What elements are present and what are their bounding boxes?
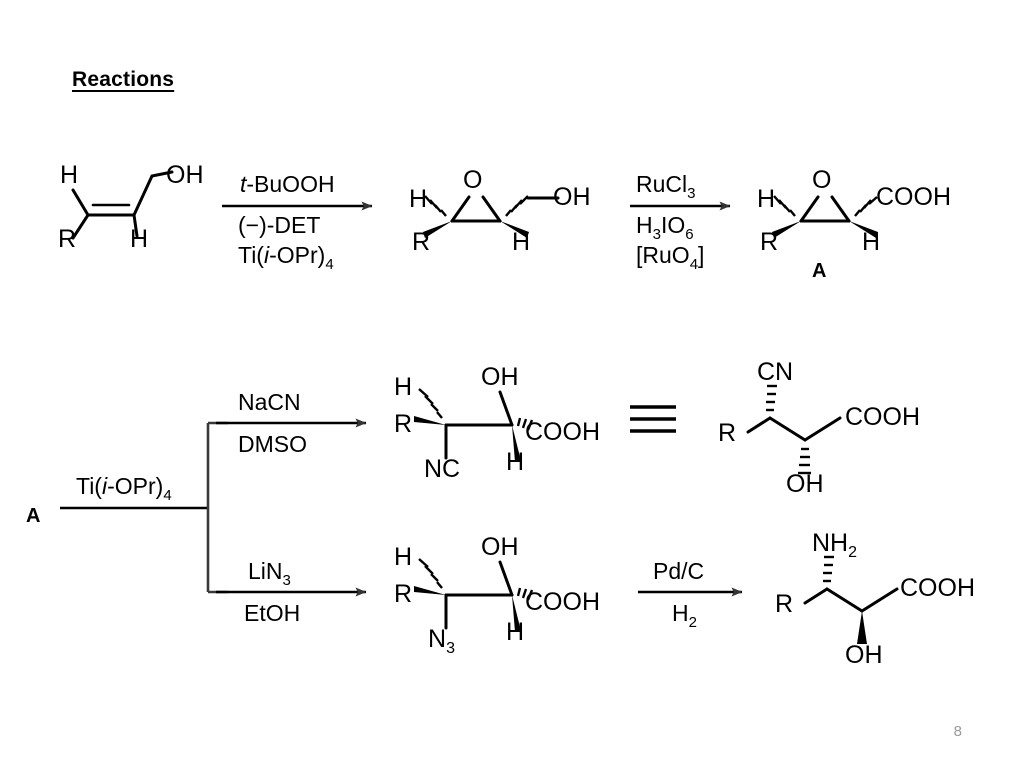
azido-hash-h	[418, 558, 443, 589]
reagent-titanium-isopropoxide-1: Ti(i-OPr)4	[238, 242, 334, 273]
epoxide-label-h-left: H	[409, 185, 427, 213]
cyano-wedge-h	[512, 425, 521, 462]
reagent-tbuooh: t-BuOOH	[240, 171, 335, 197]
structure-cyano-redrawn: CN R COOH OH	[718, 358, 920, 498]
amino-label-cooh: COOH	[900, 574, 975, 602]
reagent-titanium-isopropoxide-2: Ti(i-OPr)4	[76, 473, 172, 504]
epoxide-label-r: R	[412, 228, 430, 256]
azido-label-r: R	[394, 580, 412, 608]
reagent-ruo4: [RuO4]	[636, 242, 704, 273]
reagent-pd-c: Pd/C	[653, 558, 704, 584]
cyano-label-h: H	[394, 373, 412, 401]
cyano-label-oh: OH	[481, 363, 519, 391]
epoxide-ring-oxygen: O	[463, 166, 482, 194]
reaction-arrow-hydrogenation: Pd/C H2	[638, 558, 743, 631]
azido-label-h2: H	[506, 618, 524, 646]
epoxide-wedge-r	[423, 221, 452, 238]
compound-label-a-scheme2: A	[26, 505, 40, 527]
atom-label-r: R	[58, 225, 76, 253]
epoxyacid-wedge-r	[772, 221, 801, 238]
epoxyacid-hash-cooh	[854, 196, 878, 217]
cyano-label-h2: H	[506, 448, 524, 476]
structure-azido-hydroxy-acid: H R N3 OH COOH H	[394, 533, 600, 657]
redrawn-label-cn: CN	[757, 358, 793, 386]
branch-reagent-arrow: Ti(i-OPr)4	[60, 473, 208, 510]
epoxyacid-label-h-right: H	[862, 228, 880, 256]
amino-wedge-oh	[857, 611, 867, 644]
epoxide-label-h-right: H	[512, 228, 530, 256]
azido-label-n3: N3	[428, 625, 455, 657]
epoxide-label-oh: OH	[553, 183, 591, 211]
amino-label-oh: OH	[845, 641, 883, 669]
cyano-hash-h	[418, 388, 443, 419]
reaction-arrow-lin3: LiN3 EtOH	[216, 558, 367, 626]
cyano-label-cooh: COOH	[525, 418, 600, 446]
equivalence-symbol	[630, 405, 676, 433]
azido-wedge-r	[414, 586, 446, 595]
structure-epoxy-acid-a: H R H COOH O A	[757, 166, 951, 282]
epoxide-wedge-h-right	[500, 221, 529, 238]
redrawn-hash-oh	[798, 447, 811, 475]
azido-hash-cooh	[516, 587, 534, 601]
structure-epoxy-alcohol: H R H OH O	[409, 166, 591, 256]
azido-wedge-h	[512, 595, 521, 632]
epoxyacid-label-h-left: H	[757, 185, 775, 213]
amino-hash-nh2	[823, 555, 834, 583]
epoxyacid-hash-h-left	[773, 195, 796, 217]
azido-label-oh: OH	[481, 533, 519, 561]
reagent-etoh: EtOH	[244, 600, 300, 626]
epoxyacid-label-cooh: COOH	[876, 183, 951, 211]
epoxyacid-ring-oxygen: O	[812, 166, 831, 194]
reagent-det: (−)-DET	[238, 212, 320, 238]
redrawn-label-r: R	[718, 419, 736, 447]
reagent-rucl3: RuCl3	[636, 171, 695, 202]
reaction-arrow-nacn: NaCN DMSO	[216, 389, 367, 457]
epoxyacid-label-r: R	[760, 228, 778, 256]
atom-label-h-bottom: H	[130, 225, 148, 253]
azido-label-cooh: COOH	[525, 588, 600, 616]
epoxide-hash-ch2oh	[505, 195, 529, 217]
structure-allylic-alcohol: H R H OH	[58, 161, 204, 253]
reagent-dmso: DMSO	[238, 431, 307, 457]
amino-label-nh2: NH2	[812, 529, 857, 561]
cyano-label-nc: NC	[424, 455, 460, 483]
epoxide-hash-h-left	[424, 195, 447, 217]
atom-label-oh: OH	[166, 161, 204, 189]
reagent-periodic-acid: H3IO6	[636, 212, 694, 243]
compound-label-a-scheme1: A	[812, 260, 826, 282]
redrawn-label-cooh: COOH	[845, 403, 920, 431]
amino-label-r: R	[775, 590, 793, 618]
redrawn-hash-cn	[766, 384, 777, 412]
reaction-arrow-sharpless: t-BuOOH (−)-DET Ti(i-OPr)4	[222, 171, 373, 273]
page-title: Reactions	[72, 68, 175, 91]
page-number: 8	[953, 723, 962, 740]
branch-bracket	[206, 421, 228, 594]
cyano-label-r: R	[394, 410, 412, 438]
structure-cyano-hydroxy-acid: H R NC OH COOH H	[394, 363, 600, 483]
reagent-lin3: LiN3	[248, 558, 291, 589]
reaction-arrow-ruthenium: RuCl3 H3IO6 [RuO4]	[630, 171, 731, 273]
epoxyacid-wedge-h-right	[849, 221, 878, 238]
reagent-hydrogen: H2	[672, 600, 697, 631]
structure-amino-hydroxy-acid: NH2 R COOH OH	[775, 529, 975, 669]
atom-label-h-top: H	[60, 161, 78, 189]
azido-label-h: H	[394, 543, 412, 571]
cyano-wedge-r	[414, 416, 446, 425]
cyano-hash-cooh	[516, 417, 534, 431]
reagent-nacn: NaCN	[238, 389, 301, 415]
redrawn-label-oh: OH	[786, 470, 824, 498]
